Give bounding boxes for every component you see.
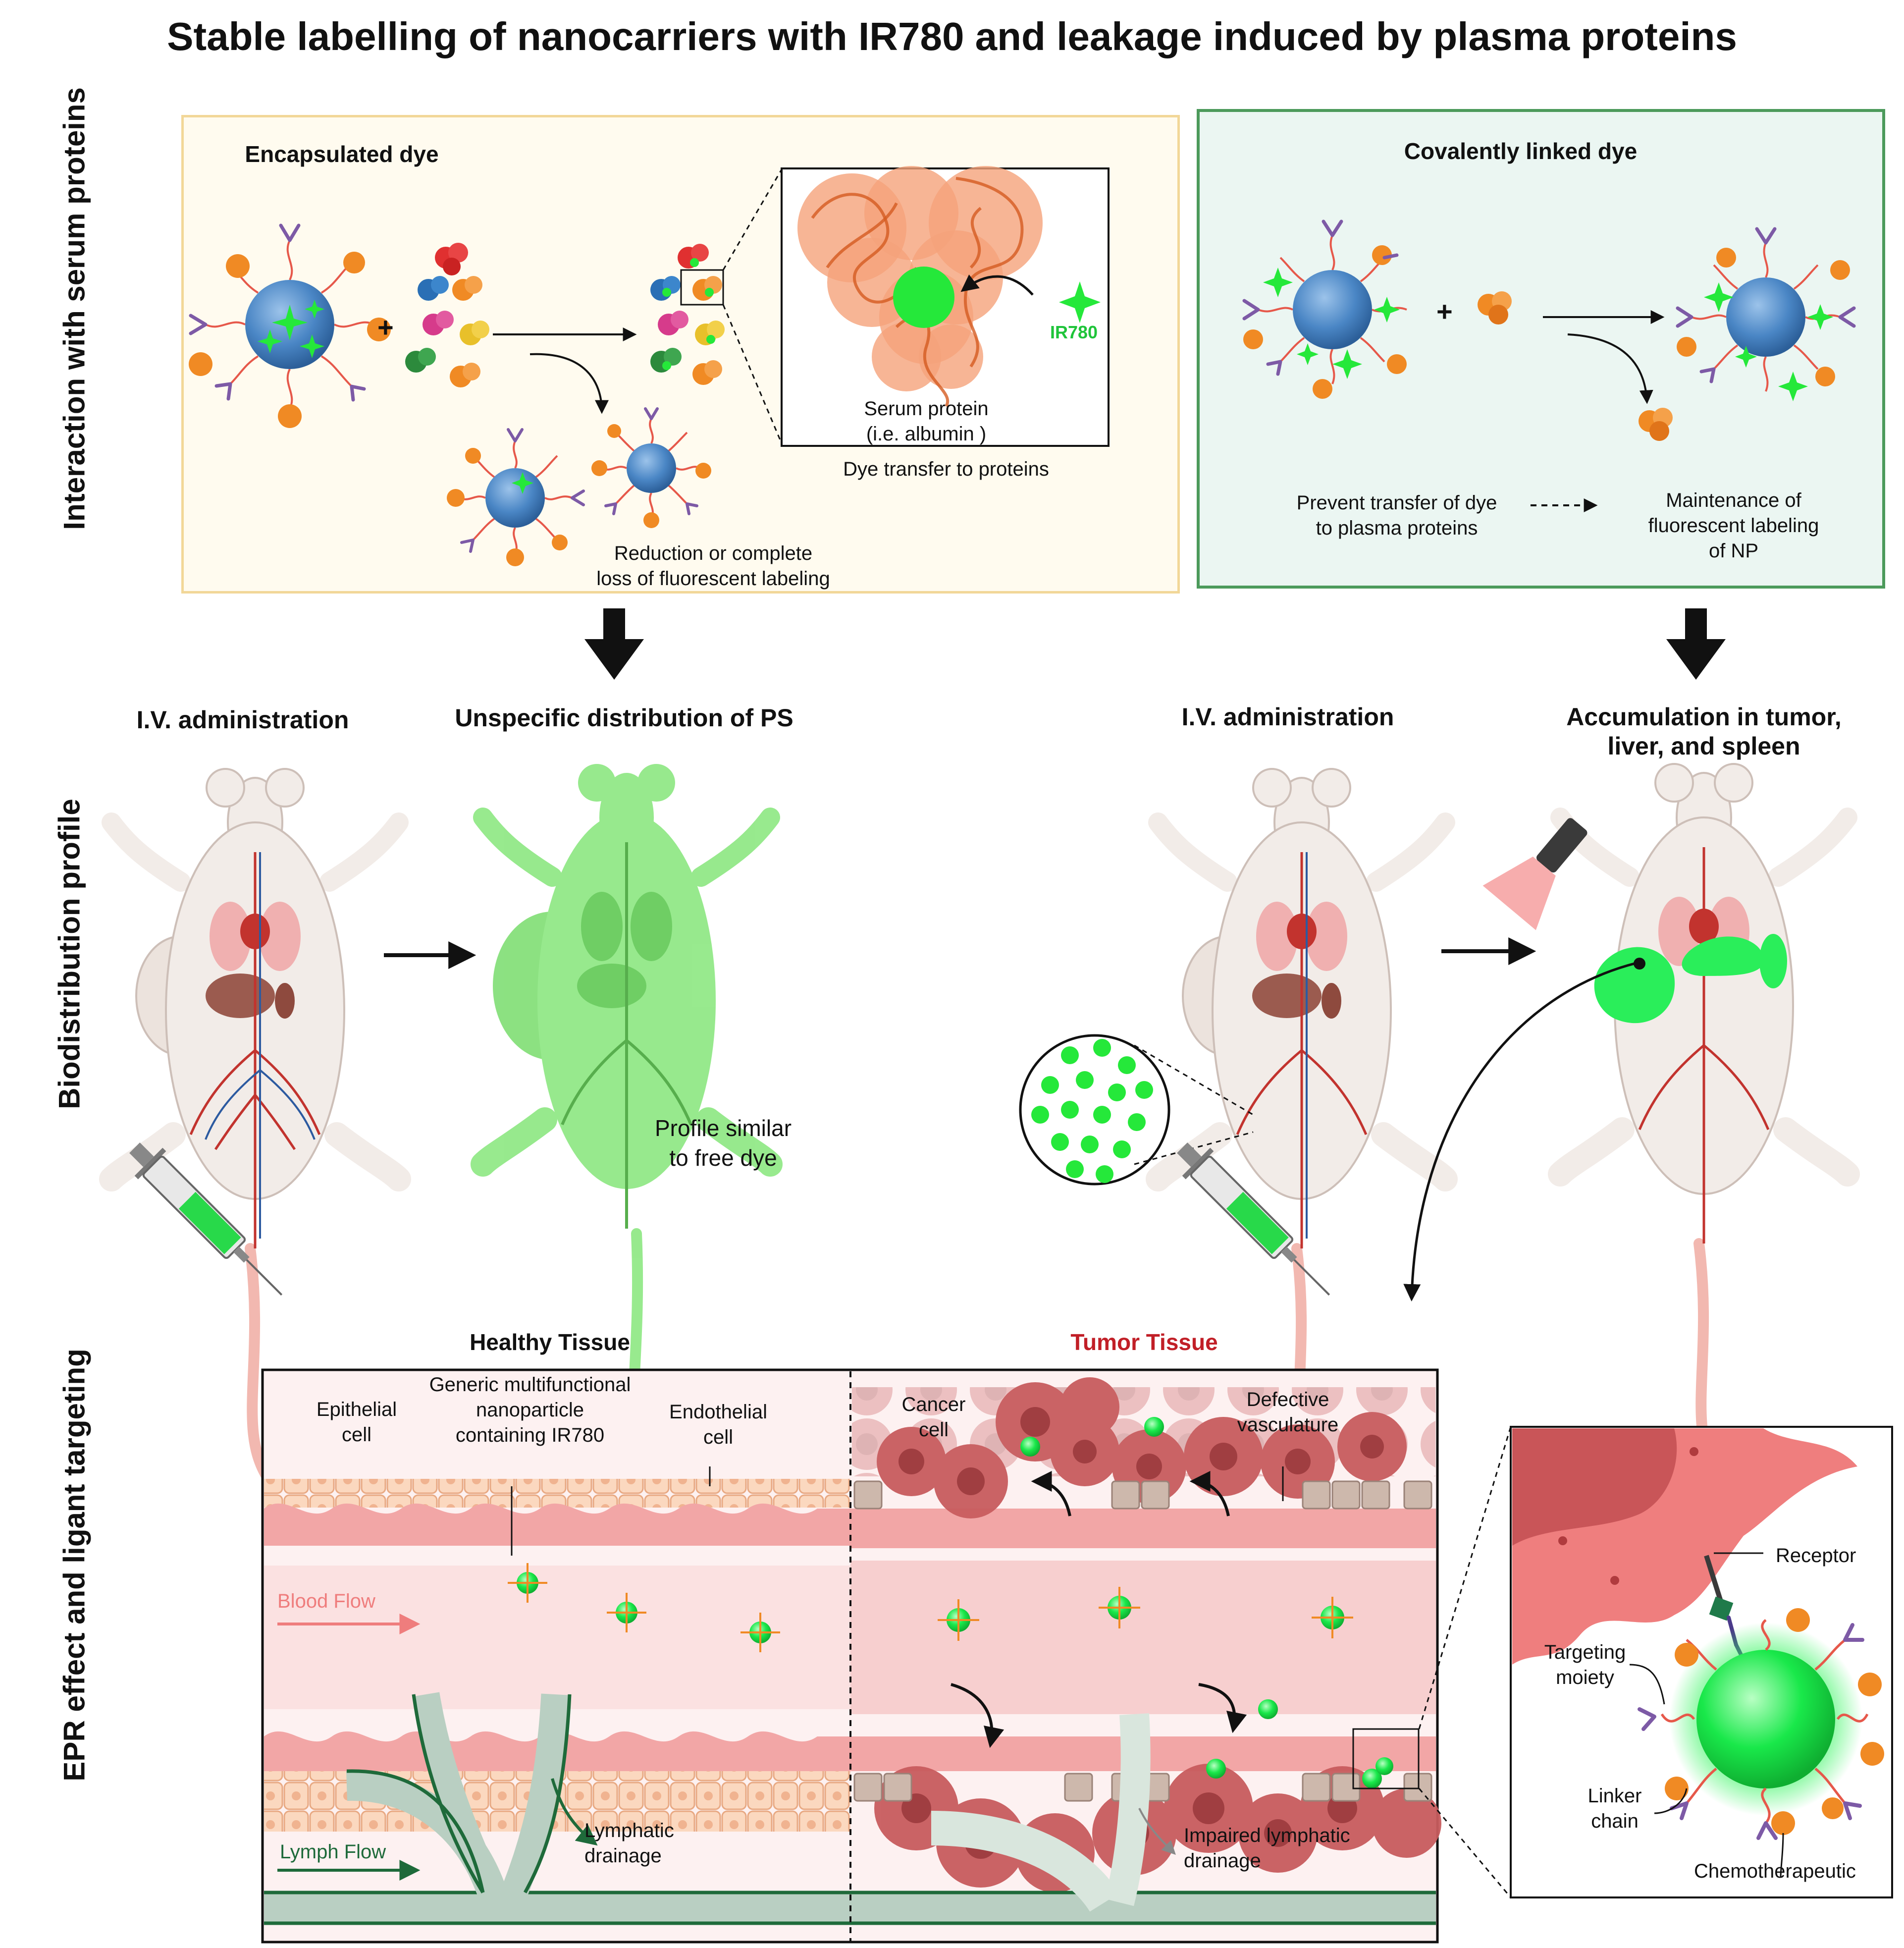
targeting-line1: Targeting <box>1544 1641 1626 1663</box>
generic-line2: nanoparticle <box>476 1399 584 1421</box>
figure-title: Stable labelling of nanocarriers with IR… <box>167 14 1737 58</box>
prevent-line2: to plasma proteins <box>1316 517 1478 540</box>
serum-protein-line2: (i.e. albumin ) <box>866 423 987 445</box>
mouse-imaged <box>1548 763 1860 1482</box>
linker-chain-label: Linker chain <box>1575 1784 1654 1834</box>
epithelial-line1: Epithelial <box>316 1399 397 1420</box>
nanoparticle-dye-lost-2 <box>591 407 711 528</box>
defective-vasculature-label: Defective vasculature <box>1214 1387 1362 1438</box>
blood-flow-label: Blood Flow <box>277 1590 375 1612</box>
down-arrow-right <box>1666 608 1726 680</box>
dye-transfer-label: Dye transfer to proteins <box>843 458 1049 480</box>
targeting-zoom-inset <box>1510 1426 1893 1898</box>
generic-line3: containing IR780 <box>455 1424 605 1447</box>
green-liver-mark <box>1682 936 1764 976</box>
free-protein-icon <box>1639 408 1673 441</box>
ir780-star-icon <box>1059 281 1101 323</box>
serum-protein-line1: Serum protein <box>864 398 989 420</box>
defective-line1: Defective <box>1246 1389 1329 1410</box>
encapsulated-heading: Encapsulated dye <box>245 141 439 167</box>
receptor-label: Receptor <box>1776 1545 1856 1567</box>
imaging-camera-icon <box>1482 818 1587 930</box>
albumin-inset <box>781 166 1110 447</box>
syringe-right-icon <box>1177 1142 1330 1296</box>
maint-line1: Maintenance of <box>1666 489 1801 511</box>
arrow-covalent-curve <box>1567 333 1653 404</box>
arrow-curve-to-empty-np <box>529 353 609 414</box>
epithelial-cell-label: Epithelial cell <box>292 1397 421 1448</box>
plus-sign-right: + <box>1436 296 1453 327</box>
targeting-moiety-label: Targeting moiety <box>1526 1640 1644 1690</box>
lymphatic-drainage-label: Lymphatic drainage <box>584 1818 713 1869</box>
protein-cluster <box>405 243 489 387</box>
cancer-line1: Cancer <box>901 1394 966 1415</box>
arrow-to-tissue <box>1403 960 1645 1301</box>
nanoparticle-dye-lost-1 <box>447 428 585 566</box>
protein-cluster-with-dye <box>650 244 725 385</box>
endothelial-cell-label: Endothelial cell <box>644 1400 793 1450</box>
reduction-label: Reduction or complete loss of fluorescen… <box>545 541 882 592</box>
reduction-line2: loss of fluorescent labeling <box>596 568 830 590</box>
accum-line2: liver, and spleen <box>1607 732 1800 760</box>
profile-line1: Profile similar <box>654 1115 792 1141</box>
iv-admin-right-heading: I.V. administration <box>1181 703 1394 731</box>
linker-line2: chain <box>1591 1810 1639 1833</box>
maint-line2: fluorescent labeling <box>1648 515 1819 537</box>
maintenance-label: Maintenance of fluorescent labeling of N… <box>1605 488 1862 564</box>
ir780-label: IR780 <box>1050 322 1098 342</box>
nanoparticle-encapsulated <box>189 223 391 428</box>
unspecific-distribution-heading: Unspecific distribution of PS <box>455 704 793 732</box>
syringe-left-icon <box>129 1142 283 1296</box>
impaired-line1: Impaired lymphatic <box>1184 1825 1350 1846</box>
green-tumor-mark <box>1594 947 1675 1024</box>
tissue-box <box>261 1368 1441 1944</box>
generic-np-label: Generic multifunctional nanoparticle con… <box>406 1372 654 1449</box>
accumulation-heading: Accumulation in tumor, liver, and spleen <box>1526 703 1882 761</box>
maint-line3: of NP <box>1708 540 1759 562</box>
lymphatic-line1: Lymphatic <box>584 1820 674 1841</box>
endothelial-line1: Endothelial <box>669 1401 767 1423</box>
healthy-tissue-title: Healthy Tissue <box>470 1329 630 1355</box>
lymphatic-line2: drainage <box>584 1845 662 1867</box>
nanoparticle-covalent-after <box>1676 227 1856 401</box>
tumor-tissue-title: Tumor Tissue <box>1070 1329 1218 1355</box>
serum-protein-label: Serum protein (i.e. albumin ) <box>837 396 1015 447</box>
iv-admin-left-heading: I.V. administration <box>136 706 349 734</box>
impaired-drainage-label: Impaired lymphatic drainage <box>1184 1823 1372 1874</box>
prevent-line1: Prevent transfer of dye <box>1296 492 1497 514</box>
lymph-flow-label: Lymph Flow <box>280 1841 386 1863</box>
reduction-line1: Reduction or complete <box>614 542 813 564</box>
accum-line1: Accumulation in tumor, <box>1566 703 1842 731</box>
epithelial-line2: cell <box>341 1424 372 1446</box>
nanoparticle-covalent-before <box>1242 219 1407 399</box>
mouse-left <box>99 768 411 1487</box>
targeting-line2: moiety <box>1556 1667 1614 1689</box>
covalent-heading: Covalently linked dye <box>1404 138 1638 164</box>
generic-line1: Generic multifunctional <box>429 1374 631 1396</box>
nanoparticle-solution-inset <box>1019 1034 1170 1186</box>
defective-line2: vasculature <box>1237 1414 1339 1436</box>
down-arrow-left <box>584 608 644 680</box>
impaired-line2: drainage <box>1184 1850 1261 1872</box>
endothelial-line2: cell <box>703 1426 734 1449</box>
mouse-green <box>471 764 783 1472</box>
profile-similar-label: Profile similar to free dye <box>629 1114 817 1173</box>
chemotherapeutic-label: Chemotherapeutic <box>1694 1860 1856 1882</box>
cancer-line2: cell <box>918 1419 949 1441</box>
plus-sign-left: + <box>377 312 394 343</box>
prevent-transfer-label: Prevent transfer of dye to plasma protei… <box>1268 490 1526 541</box>
mouse-right <box>1146 768 1458 1487</box>
linker-line1: Linker <box>1587 1785 1642 1807</box>
albumin-protein-icon <box>1478 291 1512 325</box>
cancer-cell-label: Cancer cell <box>877 1392 991 1443</box>
profile-line2: to free dye <box>669 1144 777 1171</box>
